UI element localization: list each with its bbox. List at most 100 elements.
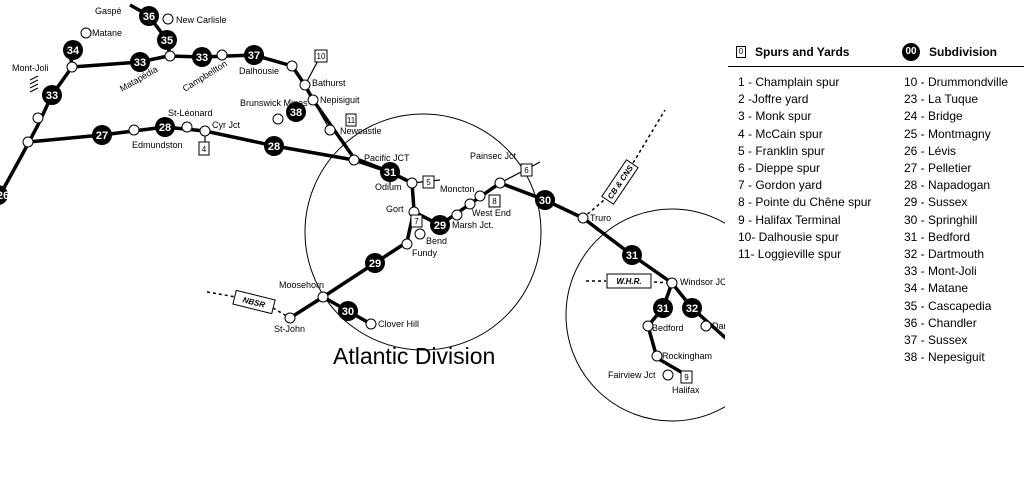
spur-marker: 8: [488, 194, 501, 208]
label-marsh-jct: Marsh Jct.: [452, 220, 494, 230]
label-windsor-jct: Windsor JCT: [680, 277, 725, 287]
station-fundy: [401, 238, 413, 250]
svg-text:10: 10: [317, 52, 326, 61]
legend-item: 6 - Dieppe spur: [738, 161, 821, 176]
station-truro: [577, 212, 589, 224]
label-gaspe: Gaspé: [95, 6, 122, 16]
subdivision-marker: 33: [42, 85, 62, 105]
subdivision-marker: 38: [286, 102, 306, 122]
subdivision-marker: 31: [653, 298, 673, 318]
legend-item: 26 - Lévis: [904, 143, 957, 158]
subdivision-marker: 26: [0, 185, 9, 205]
legend-item: 37 - Sussex: [904, 333, 968, 348]
subdivision-marker: 31: [622, 245, 642, 265]
rail-network-map: 36 35 34 33 33 33 37 38 27 28 28 31 29 3…: [0, 3, 725, 422]
svg-text:38: 38: [290, 107, 302, 119]
legend-item: 33 - Mont-Joli: [904, 264, 977, 279]
svg-text:32: 32: [686, 303, 698, 315]
legend-item: 2 -Joffre yard: [738, 92, 809, 107]
station-windsor-jct: [666, 277, 678, 289]
label-halifax: Halifax: [672, 385, 700, 395]
station-bathurst: [299, 79, 311, 91]
label-edmundston: Edmundston: [132, 140, 183, 150]
legend-item: 10- Dalhousie spur: [738, 229, 839, 244]
subdivision-dot-icon: 00: [902, 43, 920, 61]
legend-item: 34 - Matane: [904, 281, 969, 296]
station-clover-hill: [365, 318, 377, 330]
svg-text:30: 30: [539, 195, 551, 207]
railway-tag-cbcns: CB & CNS: [601, 159, 639, 205]
spur-box-icon: 0: [736, 46, 746, 58]
station-west-end: [464, 198, 476, 210]
label-dalhousie: Dalhousie: [239, 66, 279, 76]
station-st-leonard: [181, 121, 193, 133]
legend-item: 10 - Drummondville: [904, 75, 1009, 89]
station-rockingham: [651, 350, 663, 362]
subdivision-marker: 33: [130, 52, 150, 72]
station-mont-joli: [66, 61, 78, 73]
spur-marker: 6: [520, 163, 533, 177]
spur-marker: 10: [314, 49, 328, 63]
label-dartmouth: Dartmouth: [712, 321, 725, 331]
station-pacific-jct: [348, 154, 360, 166]
label-painsec-jct: Painsec Jct: [470, 151, 517, 161]
legend-item: 8 - Pointe du Chêne spur: [738, 195, 872, 210]
station-circles: [22, 13, 712, 381]
station-odium: [406, 177, 418, 189]
legend-item: 35 - Cascapedia: [904, 298, 992, 313]
legend-divider: [728, 66, 1024, 67]
svg-text:6: 6: [524, 166, 529, 175]
legend-item: 31 - Bedford: [904, 229, 971, 244]
legend-item: 32 - Dartmouth: [904, 247, 985, 262]
station-edmundston: [128, 124, 140, 136]
subdivision-marker: 34: [63, 40, 83, 60]
spur-markers: 10 11 4 5 6 7 8 9: [198, 49, 693, 384]
station-moosehorn: [317, 291, 329, 303]
svg-text:8: 8: [492, 197, 497, 206]
station-marsh-jct: [451, 209, 463, 221]
svg-text:W.H.R.: W.H.R.: [616, 277, 641, 286]
legend-item: 25 - Montmagny: [904, 126, 991, 141]
railway-tag-whr: W.H.R.: [606, 273, 652, 289]
subdivision-marker: 35: [157, 30, 177, 50]
label-truro: Truro: [590, 213, 611, 223]
svg-text:11: 11: [347, 116, 356, 125]
station-west-a: [32, 112, 44, 124]
label-moncton: Moncton: [440, 184, 475, 194]
label-gort: Gort: [386, 204, 404, 214]
subdivision-marker: 32: [682, 298, 702, 318]
subdivision-marker: 28: [155, 117, 175, 137]
label-bend: Bend: [426, 236, 447, 246]
halifax-inset-circle: [565, 208, 725, 422]
svg-text:31: 31: [626, 250, 638, 262]
legend-spurs-title: Spurs and Yards: [755, 45, 850, 59]
label-nepisiguit: Nepisiguit: [320, 95, 360, 105]
subdivision-marker: 31: [380, 162, 400, 182]
legend-item: 11- Loggieville spur: [738, 247, 842, 262]
svg-text:36: 36: [143, 11, 155, 23]
label-cyr-jct: Cyr Jct: [212, 120, 240, 130]
label-pacific-jct: Pacific JCT: [364, 153, 410, 163]
legend-item: 7 - Gordon yard: [738, 178, 823, 193]
station-dalhousie: [286, 60, 298, 72]
label-brunswick-mines: Brunswick Mines: [240, 98, 308, 108]
station-west-b: [22, 136, 34, 148]
legend-item: 36 - Chandler: [904, 315, 977, 330]
svg-text:28: 28: [159, 122, 171, 134]
legend-item: 27 - Pelletier: [904, 161, 972, 176]
legend-item: 23 - La Tuque: [904, 92, 979, 107]
station-nepisiguit: [307, 94, 319, 106]
label-rockingham: Rockingham: [662, 351, 712, 361]
dashed-connections: [206, 109, 673, 319]
station-dartmouth: [700, 320, 712, 332]
subdivision-marker: 27: [92, 125, 112, 145]
subdivision-markers: 36 35 34 33 33 33 37 38 27 28 28 31 29 3…: [0, 6, 702, 321]
subdivision-marker: 36: [139, 6, 159, 26]
legend-item: 4 - McCain spur: [738, 126, 823, 141]
svg-text:33: 33: [196, 52, 208, 64]
svg-text:33: 33: [134, 57, 146, 69]
label-moosehorn: Moosehorn: [279, 280, 324, 290]
legend-item: 1 - Champlain spur: [738, 75, 840, 89]
label-mont-joli: Mont-Joli: [12, 63, 49, 73]
